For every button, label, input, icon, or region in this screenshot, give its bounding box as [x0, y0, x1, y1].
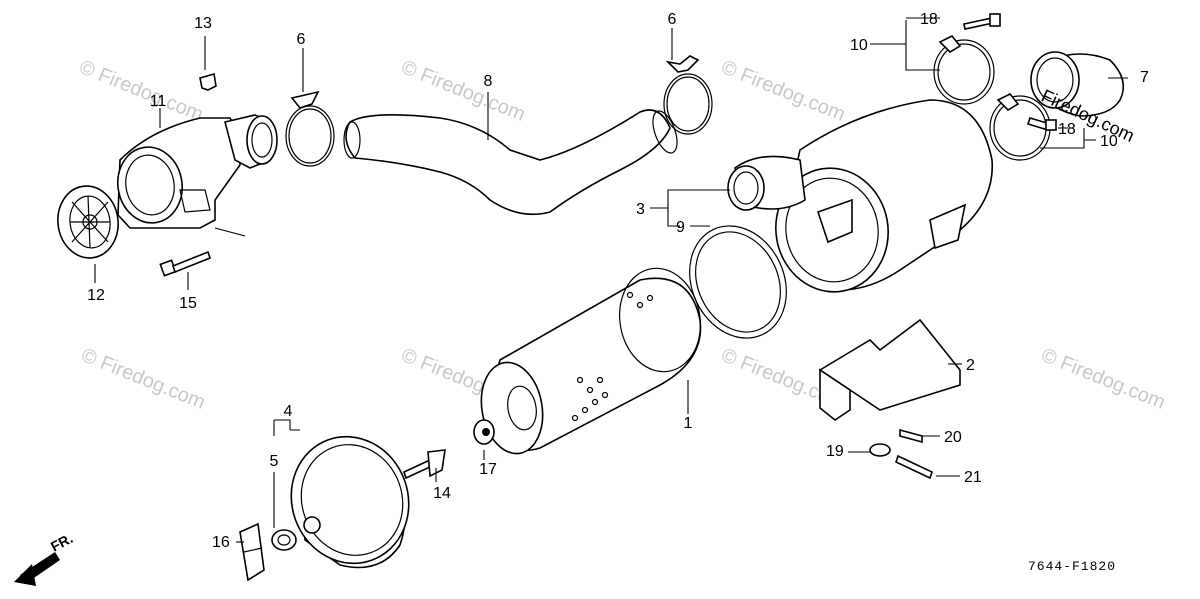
label-8: 8	[484, 73, 493, 90]
watermark: © Firedog.com	[78, 344, 208, 414]
hose-clip-left-part	[285, 90, 335, 167]
front-indicator: FR.	[14, 530, 75, 586]
label-3: 3	[636, 201, 645, 218]
clamp-screw-lower-part	[1026, 117, 1057, 131]
hose-clip-right-part	[663, 55, 713, 135]
air-cleaner-case-part	[727, 99, 994, 293]
label-7: 7	[1140, 69, 1149, 86]
label-10a: 10	[850, 37, 868, 54]
watermark: © Firedog.com	[76, 56, 206, 126]
diagram-code: 7644-F1820	[1028, 559, 1116, 574]
nut-part	[869, 443, 891, 457]
watermark: © Firedog.com	[1038, 344, 1168, 414]
reference-labels: 13 6 8 6 11 12 15 18 10 7 18 10 3 9 2 1 …	[87, 11, 1149, 551]
wing-bolt-part	[403, 449, 446, 480]
leader-lines	[94, 17, 1128, 543]
label-13: 13	[194, 15, 212, 32]
label-18a: 18	[920, 11, 938, 28]
flange-bolt-short-part	[899, 428, 923, 444]
intake-housing-part	[117, 114, 278, 237]
label-2: 2	[966, 357, 975, 374]
inlet-boot-part	[1030, 51, 1125, 117]
label-21: 21	[964, 469, 982, 486]
clamp-clip-part	[239, 522, 265, 582]
watermark: © Firedog.com	[718, 56, 848, 126]
label-18b: 18	[1058, 121, 1076, 138]
label-17: 17	[479, 461, 497, 478]
air-hose-part	[343, 109, 678, 216]
label-15: 15	[179, 295, 197, 312]
label-9: 9	[676, 219, 685, 236]
label-16: 16	[212, 534, 230, 551]
front-label: FR.	[48, 530, 75, 555]
flange-bolt-long-part	[895, 454, 933, 480]
arrow-head-icon	[14, 564, 36, 586]
filter-holes	[571, 291, 654, 422]
label-11: 11	[150, 93, 167, 110]
label-5: 5	[270, 453, 279, 470]
band-clamp-upper-part	[933, 34, 995, 105]
bolt-part	[159, 250, 211, 277]
label-19: 19	[826, 443, 844, 460]
label-6a: 6	[297, 31, 306, 48]
label-4: 4	[284, 403, 293, 420]
label-20: 20	[944, 429, 962, 446]
cover-grommet-part	[271, 529, 297, 551]
screen-part	[57, 185, 119, 259]
filter-element-part	[480, 267, 702, 455]
label-14: 14	[433, 485, 451, 502]
seal-washer-part	[473, 419, 495, 445]
label-1: 1	[684, 415, 693, 432]
clamp-screw-upper-part	[963, 13, 1001, 30]
clip-part	[199, 72, 217, 91]
cover-part	[290, 435, 410, 569]
label-6b: 6	[668, 11, 677, 28]
bracket-part	[818, 318, 961, 421]
label-10b: 10	[1100, 133, 1118, 150]
label-12: 12	[87, 287, 105, 304]
